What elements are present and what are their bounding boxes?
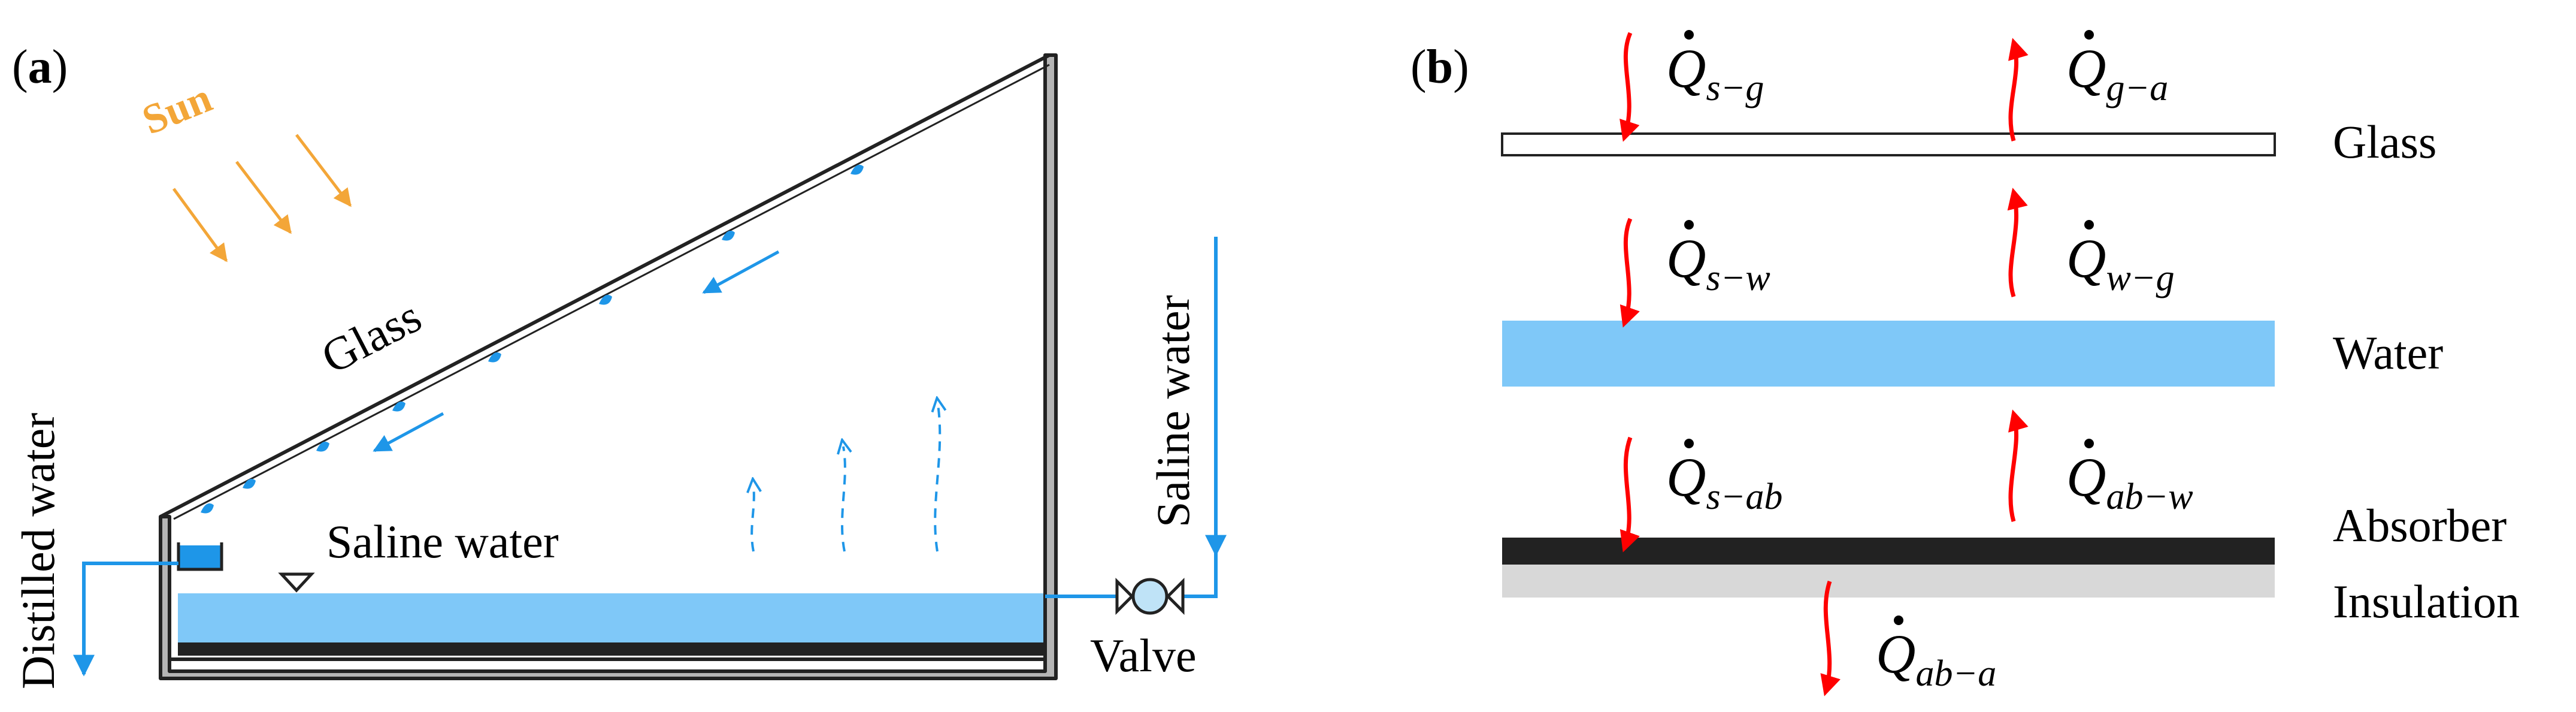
vapor-arrow-2 [842,446,845,552]
panel-b: (b) Glass Water Absorber Insulation Qs−g [1410,30,2520,696]
arrow-g-a [2008,38,2029,141]
svg-text:Qs−w: Qs−w [1666,228,1770,298]
sun-ray-1 [172,188,228,263]
still-frame-outer [159,53,1058,680]
label-q-ab-a: Qab−a [1876,616,1996,694]
glass-label: Glass [313,289,429,384]
arrow-s-g [1620,32,1640,142]
arrow-s-w [1620,218,1640,328]
absorber-plate [178,642,1043,656]
layer-label-absorber: Absorber [2333,499,2507,551]
water-level-marker [278,572,315,593]
flow-arrow-upper [702,250,780,294]
label-q-s-ab: Qs−ab [1666,439,1782,517]
distilled-water-label: Distilled water [12,413,64,689]
heat-flow-labels: Qs−g Qg−a Qs−w Qw−g Qs−ab Qab−w [1666,30,2193,694]
label-q-ab-w: Qab−w [2066,439,2193,517]
condensate-droplets [201,164,864,514]
arrow-s-ab [1620,436,1640,553]
still-frame-inner [168,55,1047,661]
glass-cover [159,53,1051,520]
absorber-layer [1502,538,2275,565]
svg-text:Qab−w: Qab−w [2066,446,2193,517]
arrow-ab-w [2008,409,2029,522]
basin-saline-water-label: Saline water [326,515,559,568]
distillate-collector [73,542,223,677]
layer-label-glass: Glass [2333,116,2436,168]
svg-text:Qs−g: Qs−g [1666,38,1764,108]
vapor-arrow-1 [752,485,754,552]
inlet-saline-water-label: Saline water [1147,295,1199,527]
arrow-ab-a [1820,580,1841,696]
label-q-s-g: Qs−g [1666,30,1764,108]
flow-arrow-lower [373,412,444,452]
arrow-w-g [2007,188,2028,298]
insulation-layer [1502,565,2275,598]
label-q-s-w: Qs−w [1666,220,1770,298]
svg-text:Qg−a: Qg−a [2066,38,2168,108]
sun-label: Sun [136,75,218,144]
sun-ray-2 [235,161,292,234]
basin-water [178,593,1043,642]
panel-a-label: (a) [12,41,68,93]
svg-text:Qs−ab: Qs−ab [1666,446,1782,517]
label-q-g-a: Qg−a [2066,30,2168,108]
layer-label-insulation: Insulation [2333,575,2520,627]
condensate-flow-arrows [373,250,780,452]
distilled-outlet-pipe [73,562,178,677]
sun-ray-3 [295,134,352,207]
saline-inlet [1045,237,1227,598]
water-layer [1502,321,2275,387]
panel-b-label: (b) [1410,41,1469,93]
svg-text:Qab−a: Qab−a [1876,623,1996,694]
heat-flow-arrows [1620,32,2029,696]
valve-icon [1115,577,1185,616]
vapor-arrow-3 [935,405,940,552]
svg-text:Qw−g: Qw−g [2066,228,2175,298]
valve-label: Valve [1090,629,1197,681]
vapor-arrows [752,405,940,552]
sun-rays [172,134,352,263]
glass-layer [1501,132,2276,156]
layer-label-water: Water [2333,327,2443,379]
label-q-w-g: Qw−g [2066,220,2175,298]
panel-a: (a) Sun Glass [12,41,1227,689]
